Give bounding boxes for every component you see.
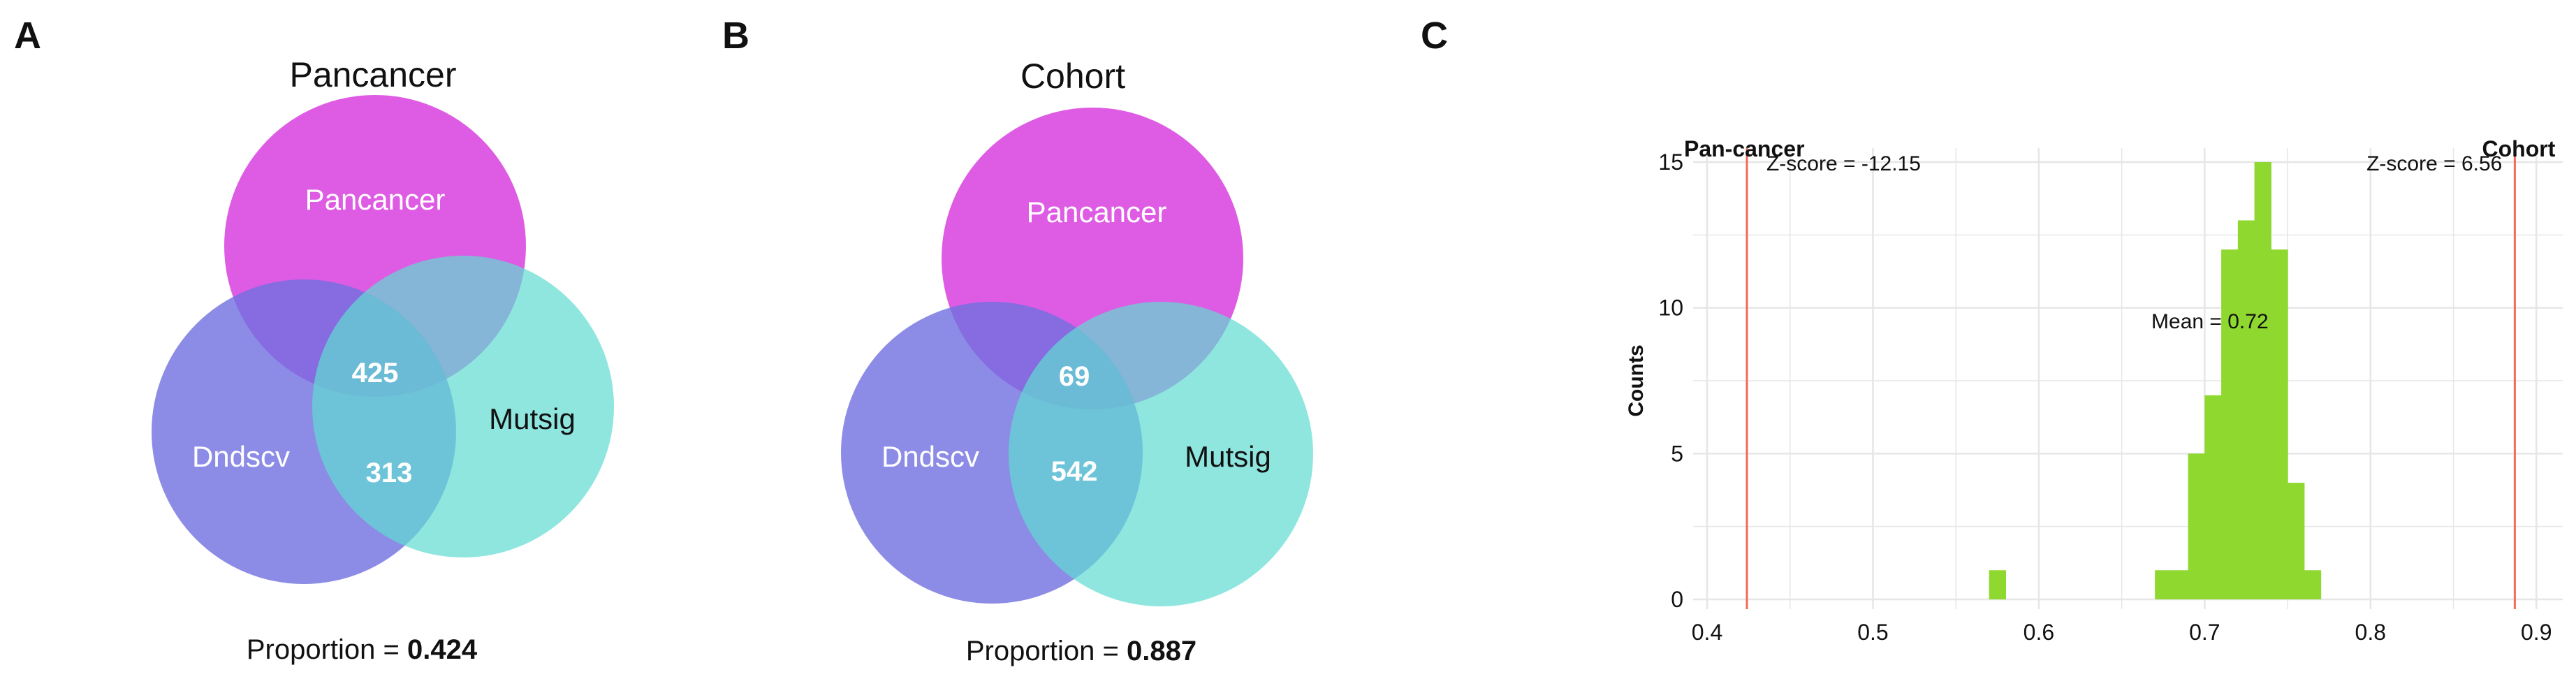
venn-b-proportion: Proportion = 0.887 <box>837 636 1326 667</box>
panel-a: A Pancancer Pancancer Dndscv Mutsig 425 … <box>0 0 698 686</box>
venn-b-diagram: Pancancer Dndscv Mutsig 69 542 <box>841 108 1313 606</box>
zscore-annotation: Z-score = 6.56 <box>2366 152 2502 175</box>
y-axis-label: Counts <box>1625 344 1648 416</box>
venn-a-diagram: Pancancer Dndscv Mutsig 425 313 <box>152 95 614 584</box>
x-tick-label: 0.6 <box>2024 620 2054 645</box>
mean-annotation: Mean = 0.72 <box>2151 310 2269 333</box>
histogram-bar <box>2171 570 2189 599</box>
venn-a-circle-mutsig <box>312 256 614 557</box>
histogram-bar <box>2288 483 2305 599</box>
y-tick-label: 15 <box>1658 149 1683 175</box>
histogram-bar <box>2271 249 2288 599</box>
x-tick-label: 0.7 <box>2189 620 2220 645</box>
venn-a-proportion-value: 0.424 <box>407 634 478 665</box>
venn-a-label-pancancer: Pancancer <box>305 183 446 216</box>
histogram-bar <box>2254 162 2271 599</box>
venn-a-proportion-label: Proportion = <box>246 634 408 665</box>
y-tick-label: 5 <box>1671 441 1683 466</box>
venn-a-label-dndscv: Dndscv <box>192 440 290 473</box>
histogram-bar <box>2221 249 2239 599</box>
reference-line-label: Cohort <box>2482 136 2556 161</box>
venn-a-title: Pancancer <box>289 55 457 94</box>
venn-a-count-lower: 313 <box>366 458 413 488</box>
venn-b-label-dndscv: Dndscv <box>881 440 979 473</box>
x-tick-label: 0.9 <box>2521 620 2552 645</box>
x-tick-label: 0.4 <box>1692 620 1722 645</box>
panel-letter-a: A <box>14 15 41 57</box>
reference-line-label: Pan-cancer <box>1684 136 1805 161</box>
x-tick-label: 0.5 <box>1857 620 1888 645</box>
x-tick-label: 0.8 <box>2355 620 2386 645</box>
venn-b-proportion-label: Proportion = <box>965 636 1127 666</box>
venn-b-count-lower: 542 <box>1051 456 1098 487</box>
histogram-bar <box>2188 453 2205 599</box>
histogram-bar <box>2237 220 2255 599</box>
venn-b-count-center: 69 <box>1059 361 1090 392</box>
panel-letter-c: C <box>1421 15 1448 57</box>
histogram-bar <box>2155 570 2172 599</box>
venn-b-title: Cohort <box>1020 57 1126 96</box>
zscore-annotation: Z-score = -12.15 <box>1766 152 1921 175</box>
venn-a-label-mutsig: Mutsig <box>489 402 576 435</box>
venn-b-label-mutsig: Mutsig <box>1185 440 1271 473</box>
panel-b: B Cohort Pancancer Dndscv Mutsig 69 542 … <box>705 0 1404 686</box>
histogram-bar <box>2204 395 2222 599</box>
panel-letter-b: B <box>722 15 749 57</box>
venn-a-proportion: Proportion = 0.424 <box>117 634 606 666</box>
venn-b-circle-mutsig <box>1009 302 1313 606</box>
venn-b-proportion-value: 0.887 <box>1127 636 1197 666</box>
y-tick-label: 0 <box>1671 587 1683 612</box>
venn-a-count-center: 425 <box>352 358 399 388</box>
histogram-bar <box>2304 570 2322 599</box>
y-tick-label: 10 <box>1658 295 1683 321</box>
venn-b-label-pancancer: Pancancer <box>1027 196 1167 228</box>
histogram-bar <box>1989 570 2007 599</box>
